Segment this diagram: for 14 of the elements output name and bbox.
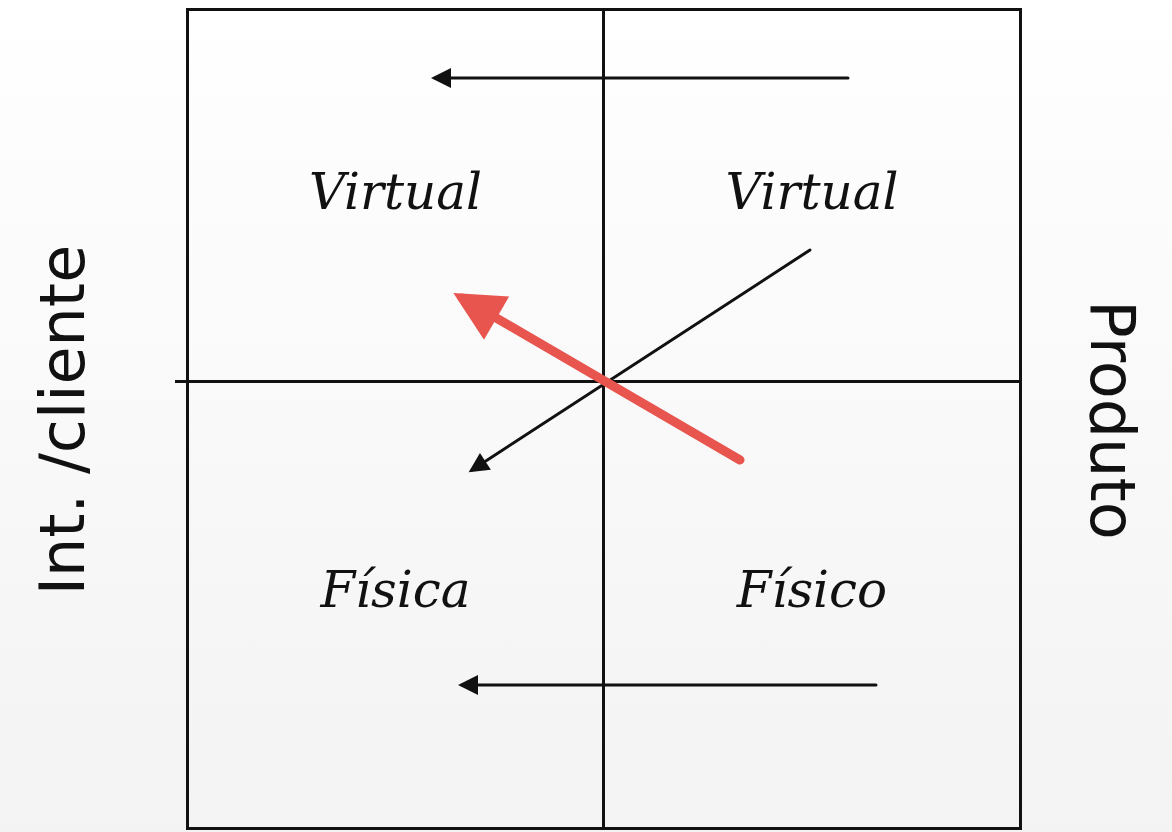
arrow <box>458 675 878 695</box>
axis-label: Int. /cliente <box>25 244 99 596</box>
arrow <box>468 248 812 473</box>
quadrant-label: Virtual <box>725 163 899 221</box>
axis-label: Produto <box>1075 300 1149 540</box>
arrow <box>453 292 745 465</box>
quadrant-label: Físico <box>736 561 888 619</box>
quadrant-label: Física <box>320 561 471 619</box>
quadrant-label: Virtual <box>308 163 483 221</box>
arrow <box>431 68 850 88</box>
quadrant <box>186 8 605 383</box>
quadrant <box>186 380 605 830</box>
quadrant <box>602 380 1022 830</box>
quadrant <box>602 8 1022 383</box>
